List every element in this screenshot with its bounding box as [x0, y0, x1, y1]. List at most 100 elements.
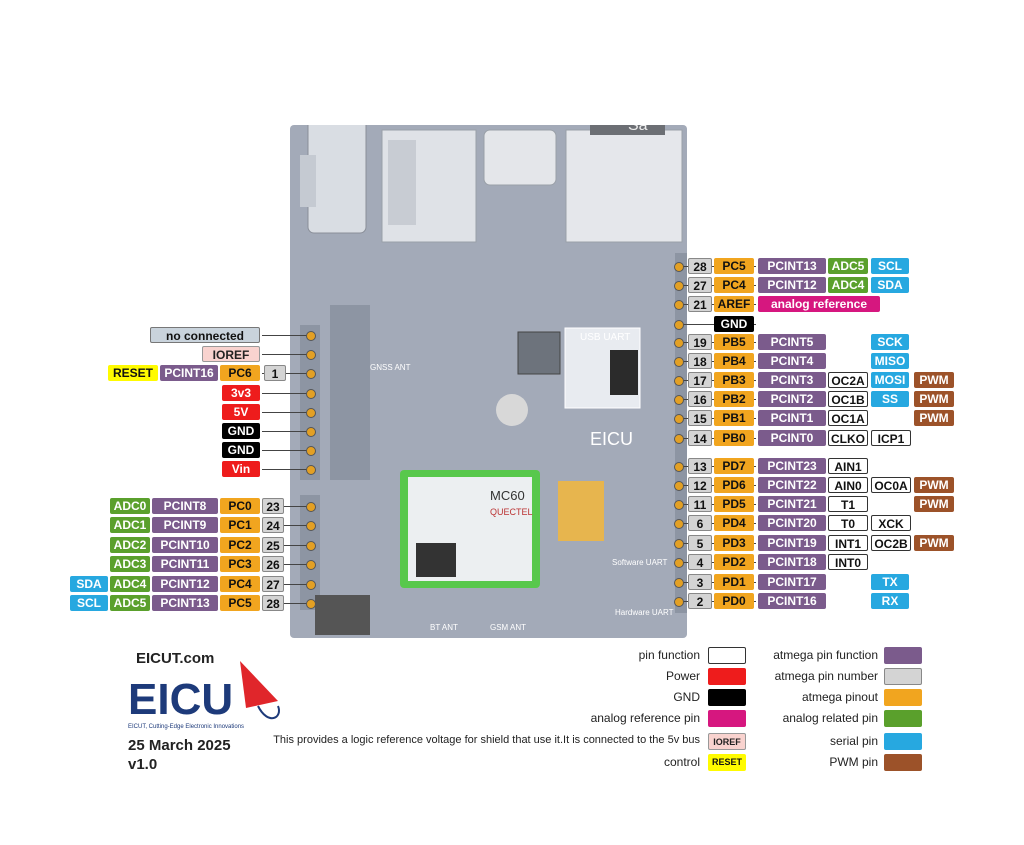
pin-leader-line [284, 506, 308, 507]
header-pin [306, 599, 316, 609]
pin-number: 27 [262, 576, 284, 592]
header-pin [674, 519, 684, 529]
pin-alt-fn: OC0A [871, 477, 911, 493]
pin-port: PB0 [714, 430, 754, 446]
header-pin [674, 300, 684, 310]
pin-alt-pwm: PWM [914, 477, 954, 493]
pin-alt-pwm: PWM [914, 496, 954, 512]
pin-adc: ADC4 [110, 576, 150, 592]
pin-function: PCINT1 [758, 410, 826, 426]
legend-swatch [708, 668, 746, 685]
header-pin [306, 369, 316, 379]
header-pin [674, 481, 684, 491]
pin-port: PC5 [220, 595, 260, 611]
header-pin [674, 376, 684, 386]
pin-function: PCINT17 [758, 574, 826, 590]
gnss-ant-label: GNSS ANT [370, 363, 411, 372]
power-pin-label: Vin [222, 461, 260, 477]
pin-alt-adc: ADC5 [828, 258, 868, 274]
pin-leader-line [262, 412, 308, 413]
pin-number: 27 [688, 277, 712, 293]
pin-number: 6 [688, 515, 712, 531]
pin-number: 18 [688, 353, 712, 369]
header-pin [306, 560, 316, 570]
quectel-label: QUECTEL [490, 507, 533, 517]
legend-swatch [884, 710, 922, 727]
legend-label: GND [673, 690, 700, 704]
legend-swatch [884, 733, 922, 750]
sd-card-label: Sa [628, 125, 648, 134]
pin-function: PCINT9 [152, 517, 218, 533]
legend-label: atmega pinout [801, 690, 878, 704]
pin-port: PC2 [220, 537, 260, 553]
pin-function: PCINT19 [758, 535, 826, 551]
legend-label: pin function [638, 648, 700, 662]
legend-label: atmega pin function [773, 648, 878, 662]
pin-port: PC5 [714, 258, 754, 274]
reset-label: RESET [108, 365, 158, 381]
header-pin [306, 502, 316, 512]
pin-alt-pwm: PWM [914, 372, 954, 388]
pin-port: PB4 [714, 353, 754, 369]
legend-label: control [663, 755, 700, 769]
pin-alt-fn: CLKO [828, 430, 868, 446]
legend-swatch [884, 647, 922, 664]
header-pin [674, 578, 684, 588]
header-pin [674, 357, 684, 367]
pin-function: PCINT8 [152, 498, 218, 514]
header-pin [674, 414, 684, 424]
gsm-ant-label: GSM ANT [490, 623, 526, 632]
legend-swatch [884, 754, 922, 771]
pin-alt-fn: XCK [871, 515, 911, 531]
site-name: EICUT.com [136, 650, 215, 667]
pin-alt-serial: SS [871, 391, 909, 407]
pin-alt-fn: T0 [828, 515, 868, 531]
pin-port: PD5 [714, 496, 754, 512]
header-pin [674, 338, 684, 348]
no-connected-label: no connected [150, 327, 260, 343]
pin-function: PCINT13 [758, 258, 826, 274]
legend-label: analog reference pin [590, 711, 700, 725]
pin-function: PCINT16 [758, 593, 826, 609]
pin-adc: ADC1 [110, 517, 150, 533]
pin-function: PCINT22 [758, 477, 826, 493]
pin-function: PCINT12 [152, 576, 218, 592]
version: v1.0 [128, 756, 158, 773]
pin-alt-serial: TX [871, 574, 909, 590]
pin-alt-fn: ICP1 [871, 430, 911, 446]
pin-port: PC0 [220, 498, 260, 514]
pin-number: 5 [688, 535, 712, 551]
header-pin [306, 389, 316, 399]
pin-alt-pwm: PWM [914, 391, 954, 407]
header-pin [674, 539, 684, 549]
pin-port: PD6 [714, 477, 754, 493]
pin-function: analog reference [758, 296, 880, 312]
pin-number: 11 [688, 496, 712, 512]
pin-function: PCINT23 [758, 458, 826, 474]
pin-function: PCINT21 [758, 496, 826, 512]
board-artwork: Sa USB UART MC60 QUECTEL EICU [300, 90, 687, 635]
pin-leader-line [262, 335, 308, 336]
pin-alt-fn: AIN0 [828, 477, 868, 493]
pin-number: 23 [262, 498, 284, 514]
pin-function: PCINT18 [758, 554, 826, 570]
pin-number: 15 [688, 410, 712, 426]
pin-number: 4 [688, 554, 712, 570]
pin-alt-serial: MOSI [871, 372, 909, 388]
header-pin [306, 446, 316, 456]
legend-swatch [708, 710, 746, 727]
pin-function: PCINT5 [758, 334, 826, 350]
pin-function: PCINT4 [758, 353, 826, 369]
pin-port: PC1 [220, 517, 260, 533]
pin-port: PD7 [714, 458, 754, 474]
pin-port: PC3 [220, 556, 260, 572]
pin-number: 21 [688, 296, 712, 312]
pin-alt-fn: T1 [828, 496, 868, 512]
power-pin-label: GND [222, 423, 260, 439]
pin-alt-fn: INT1 [828, 535, 868, 551]
pin-alt-fn: OC1B [828, 391, 868, 407]
pin-number: 2 [688, 593, 712, 609]
pin-number: 28 [262, 595, 284, 611]
pin-port: PB2 [714, 391, 754, 407]
pin-port: PD0 [714, 593, 754, 609]
